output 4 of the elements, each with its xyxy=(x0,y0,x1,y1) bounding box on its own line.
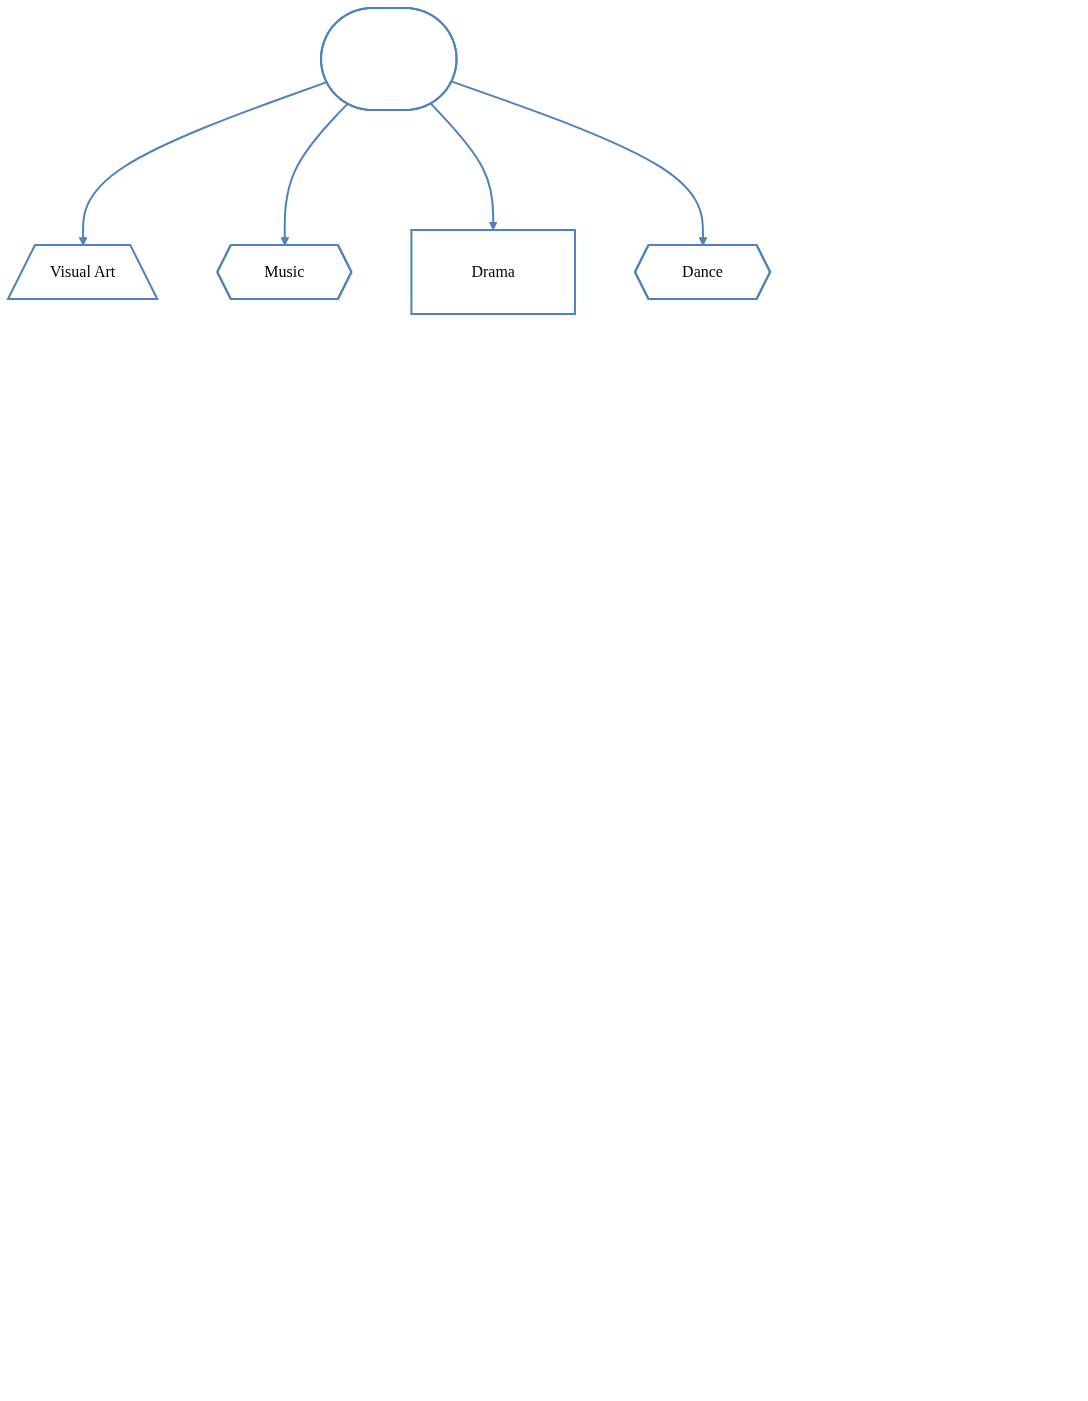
node-box: Drama xyxy=(410,229,576,315)
arrow xyxy=(430,102,498,231)
arrow xyxy=(280,102,349,246)
arrow xyxy=(450,80,708,246)
